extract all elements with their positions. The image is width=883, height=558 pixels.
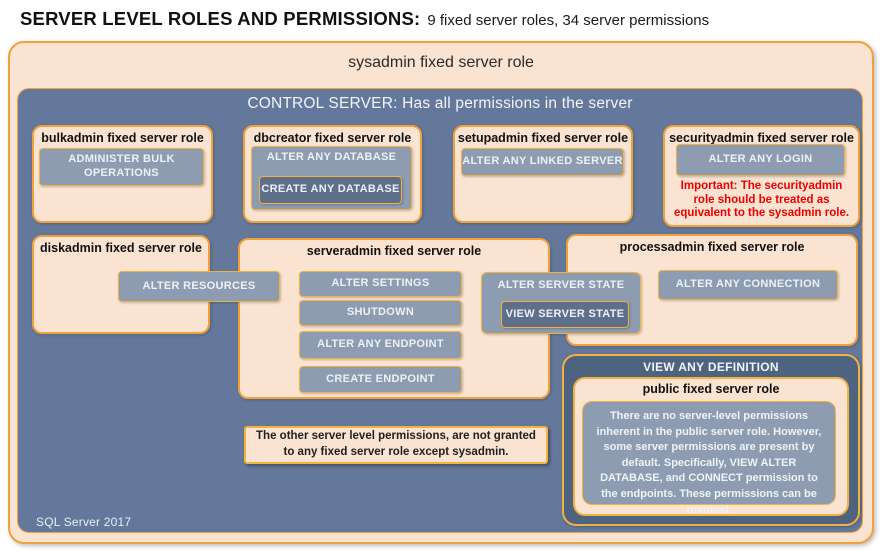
page-title-sub: 9 fixed server roles, 34 server permissi… (427, 12, 710, 29)
dbcreator-role-title: dbcreator fixed server role (253, 131, 412, 145)
permission-alter-any-database: ALTER ANY DATABASE CREATE ANY DATABASE (251, 146, 412, 210)
dbcreator-role-box: dbcreator fixed server role ALTER ANY DA… (243, 125, 422, 223)
permission-administer-bulk-operations: ADMINISTER BULK OPERATIONS (39, 148, 204, 186)
permission-shutdown: SHUTDOWN (299, 300, 462, 326)
permission-alter-resources: ALTER RESOURCES (118, 271, 280, 302)
permission-alter-any-login: ALTER ANY LOGIN (676, 144, 845, 176)
public-role-box: public fixed server role There are no se… (573, 377, 849, 516)
page-title-main: SERVER LEVEL ROLES AND PERMISSIONS: (20, 8, 421, 29)
sysadmin-role-box: sysadmin fixed server role CONTROL SERVE… (8, 41, 874, 544)
securityadmin-role-title: securityadmin fixed server role (669, 131, 854, 145)
public-role-title: public fixed server role (642, 382, 780, 396)
bulkadmin-role-title: bulkadmin fixed server role (41, 131, 204, 145)
setupadmin-role-box: setupadmin fixed server role ALTER ANY L… (453, 125, 633, 223)
view-any-definition-box: VIEW ANY DEFINITION public fixed server … (562, 354, 860, 526)
footer-label: SQL Server 2017 (36, 515, 132, 529)
permission-alter-server-state: ALTER SERVER STATE VIEW SERVER STATE (481, 272, 641, 334)
public-role-description: There are no server-level permissions in… (582, 401, 836, 516)
permission-alter-any-linked-server: ALTER ANY LINKED SERVER (461, 148, 624, 176)
securityadmin-important-note: Important: The securityadmin role should… (673, 180, 850, 220)
permission-view-any-definition: VIEW ANY DEFINITION (643, 360, 779, 374)
bulkadmin-role-box: bulkadmin fixed server role ADMINISTER B… (32, 125, 213, 223)
permission-create-any-database: CREATE ANY DATABASE (259, 176, 402, 204)
permission-create-endpoint: CREATE ENDPOINT (299, 366, 462, 393)
permission-alter-server-state-label: ALTER SERVER STATE (497, 279, 625, 291)
permission-alter-any-connection: ALTER ANY CONNECTION (658, 270, 838, 300)
permission-alter-settings: ALTER SETTINGS (299, 271, 462, 297)
diskadmin-role-title: diskadmin fixed server role (40, 241, 202, 255)
page-title: SERVER LEVEL ROLES AND PERMISSIONS: 9 fi… (20, 8, 709, 30)
securityadmin-role-box: securityadmin fixed server role ALTER AN… (663, 125, 860, 227)
setupadmin-role-title: setupadmin fixed server role (457, 131, 629, 145)
permission-alter-any-endpoint: ALTER ANY ENDPOINT (299, 331, 462, 359)
sysadmin-role-title: sysadmin fixed server role (348, 54, 534, 71)
serveradmin-role-title: serveradmin fixed server role (306, 244, 482, 258)
control-server-title: CONTROL SERVER: Has all permissions in t… (247, 95, 633, 112)
permission-alter-any-database-label: ALTER ANY DATABASE (266, 151, 397, 163)
control-server-box: CONTROL SERVER: Has all permissions in t… (17, 88, 863, 533)
processadmin-role-title: processadmin fixed server role (619, 240, 805, 254)
other-permissions-note: The other server level permissions, are … (244, 426, 548, 464)
permission-view-server-state: VIEW SERVER STATE (501, 301, 629, 328)
